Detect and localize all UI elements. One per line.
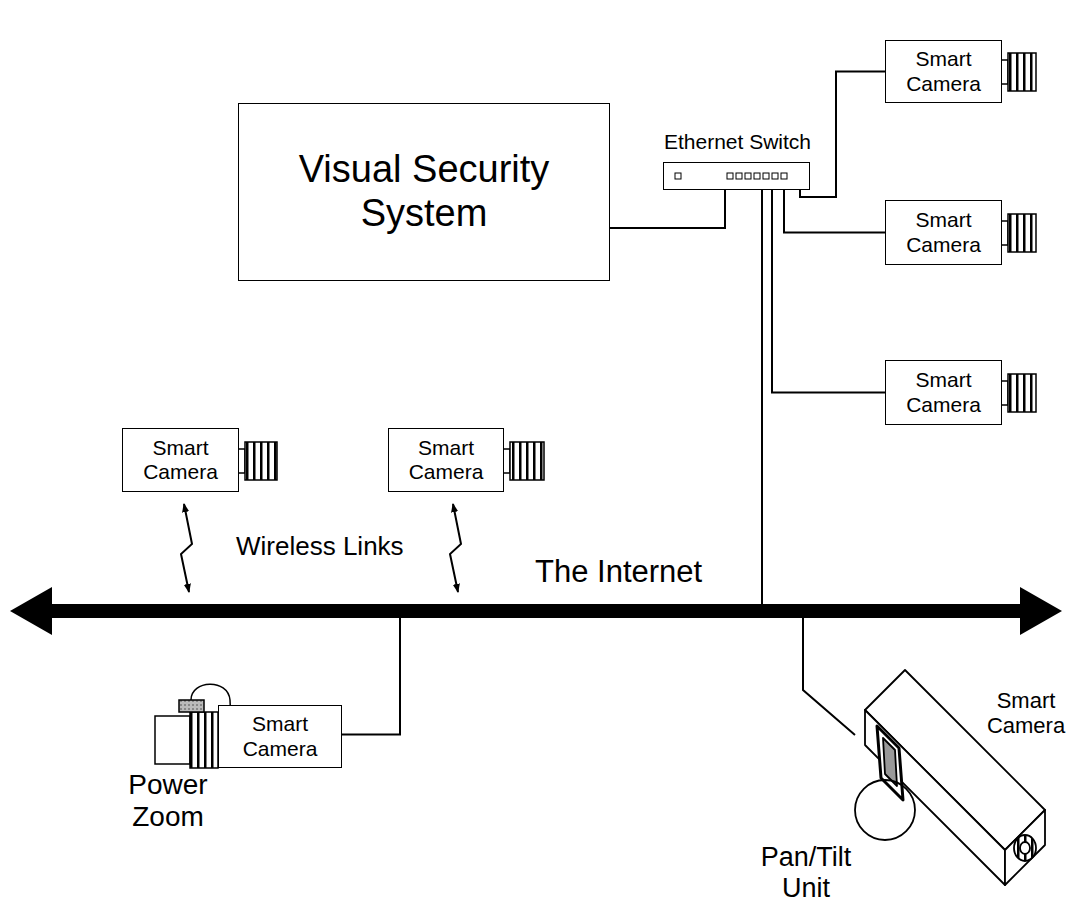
part-label: Power Zoom bbox=[118, 769, 218, 833]
smart-camera: Smart Camera bbox=[122, 428, 239, 492]
network-cable bbox=[803, 618, 855, 735]
node-text: The Internet bbox=[535, 554, 775, 590]
smart-camera: Smart Camera bbox=[885, 40, 1002, 103]
pan-tilt-camera: Smart Camera bbox=[855, 660, 1068, 900]
node-text: Smart Camera bbox=[127, 436, 234, 484]
link-label: Wireless Links bbox=[236, 532, 436, 562]
node-text: Ethernet Switch bbox=[634, 130, 841, 154]
smart-camera: Smart Camera bbox=[885, 360, 1002, 425]
node-text: Smart Camera bbox=[986, 688, 1066, 739]
node-text: Smart Camera bbox=[890, 208, 997, 256]
wireless-link bbox=[181, 504, 192, 592]
network-cable bbox=[784, 190, 885, 233]
system-box: Visual Security System bbox=[238, 103, 610, 281]
network-cable bbox=[761, 190, 763, 604]
node-text: Visual Security System bbox=[243, 148, 605, 235]
node-text: Smart Camera bbox=[223, 712, 337, 760]
internet-backbone: The Internet bbox=[10, 604, 1062, 618]
network-cable bbox=[610, 190, 725, 228]
node-text: Smart Camera bbox=[890, 47, 997, 95]
part-label: Pan/Tilt Unit bbox=[745, 842, 867, 904]
smart-camera: Smart Camera bbox=[885, 200, 1002, 265]
smart-camera: Smart Camera bbox=[218, 705, 342, 768]
network-cable bbox=[772, 190, 885, 393]
wireless-link bbox=[450, 504, 461, 592]
switch-ports bbox=[675, 173, 787, 179]
node-text: Smart Camera bbox=[393, 436, 499, 484]
smart-camera: Smart Camera bbox=[388, 428, 504, 492]
network-cable bbox=[342, 618, 400, 735]
double-arrow bbox=[10, 604, 1062, 618]
network-cable bbox=[800, 72, 885, 198]
camera-lens bbox=[237, 53, 1036, 480]
node-text: Smart Camera bbox=[890, 368, 997, 416]
ethernet-switch: Ethernet Switch bbox=[663, 162, 810, 190]
